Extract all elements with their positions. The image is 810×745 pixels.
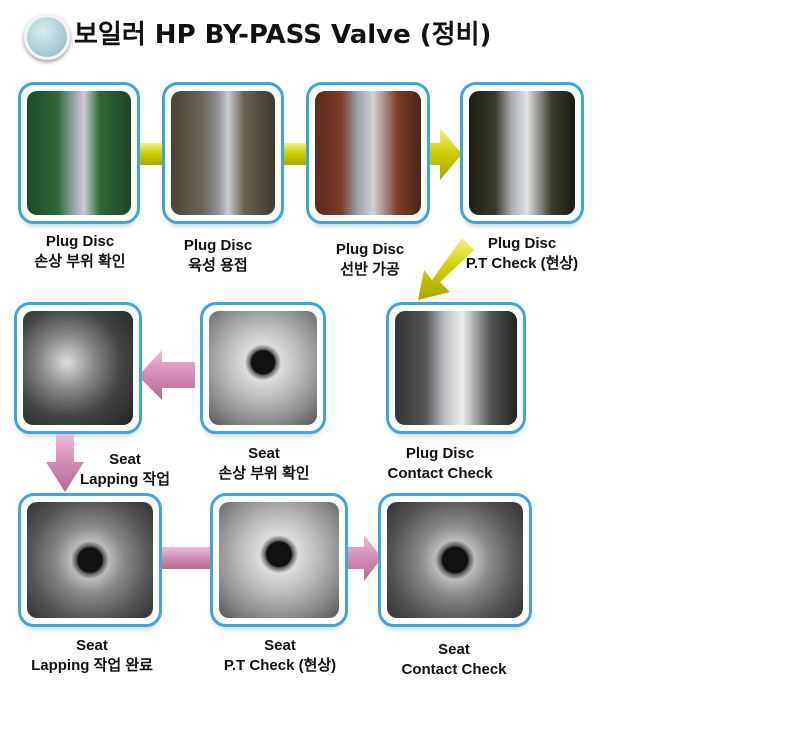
title-bullet-icon (24, 14, 70, 60)
photo-seat-contact (378, 493, 532, 627)
arrow-right-pink-2 (346, 535, 382, 581)
photo-plug-disc-pt-check (460, 82, 584, 224)
arrow-right-3 (426, 128, 462, 180)
arrow-left-pink (138, 350, 195, 400)
arrow-right-pink-1 (160, 547, 212, 569)
arrow-right-1 (136, 143, 166, 165)
photo-seat-pt-check (210, 493, 348, 627)
arrow-right-2 (280, 143, 310, 165)
photo-plug-disc-contact (386, 302, 526, 434)
page-title: 보일러 HP BY-PASS Valve (정비) (74, 20, 492, 50)
photo-plug-disc-welding (162, 82, 284, 224)
photo-plug-disc-damage (18, 82, 140, 224)
photo-seat-lapping-done (18, 493, 162, 627)
photo-seat-lapping (14, 302, 142, 434)
arrow-down-pink (46, 434, 84, 492)
arrow-down-left (418, 238, 474, 300)
photo-seat-damage (200, 302, 326, 434)
photo-plug-disc-lathe (306, 82, 430, 224)
